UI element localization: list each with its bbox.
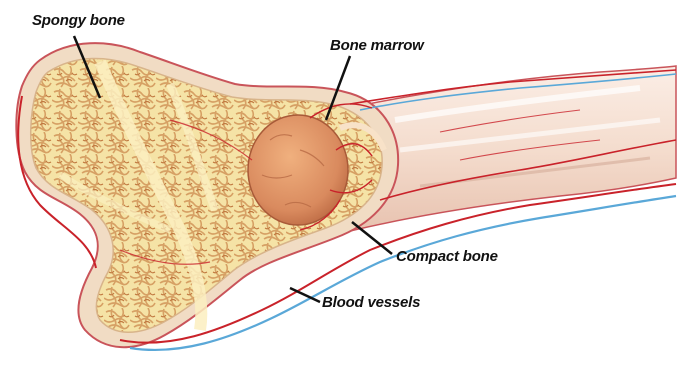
spongy-bone-label: Spongy bone — [32, 12, 125, 29]
bone-marrow-label: Bone marrow — [330, 37, 424, 54]
compact-bone-label: Compact bone — [396, 248, 498, 265]
blood-vessels-label: Blood vessels — [322, 294, 420, 311]
